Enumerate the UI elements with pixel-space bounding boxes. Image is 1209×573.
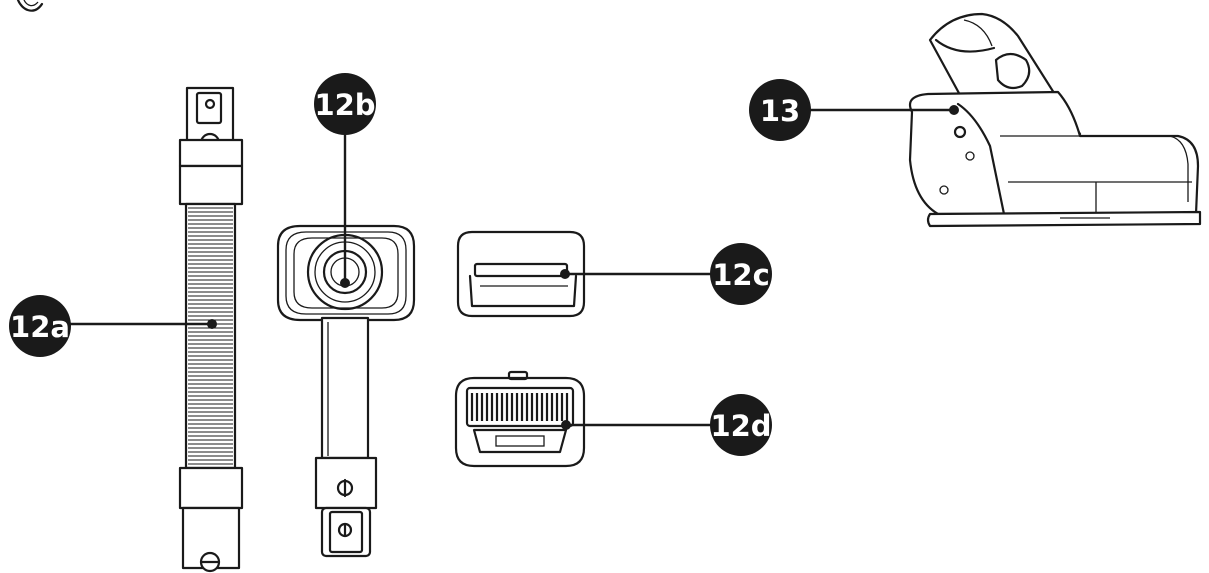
callout-13: 13 — [749, 79, 811, 141]
mini-motorized-brush-icon — [908, 12, 1202, 228]
callout-12d-label: 12d — [710, 409, 771, 443]
crevice-adapter-icon — [456, 230, 586, 318]
callout-12b: 12b — [314, 73, 376, 135]
bristle-brush-icon — [454, 370, 586, 468]
partial-accessory-icon — [16, 0, 44, 12]
callout-12b-label: 12b — [314, 88, 375, 122]
callout-12c: 12c — [710, 243, 772, 305]
callout-12a-label: 12a — [10, 310, 70, 344]
callout-12d: 12d — [710, 394, 772, 456]
leader-dot-12b — [340, 278, 350, 288]
leader-dot-12d — [561, 420, 571, 430]
callout-12c-label: 12c — [712, 258, 770, 292]
callout-12a: 12a — [9, 295, 71, 357]
callout-13-label: 13 — [760, 94, 800, 128]
leader-dot-12a — [207, 319, 217, 329]
flexible-extension-hose-icon — [178, 86, 244, 573]
leader-dot-12c — [560, 269, 570, 279]
leader-dot-13 — [949, 105, 959, 115]
